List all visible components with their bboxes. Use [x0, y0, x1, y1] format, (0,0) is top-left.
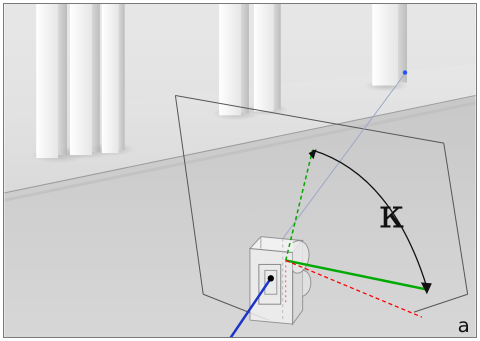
pillar-left-3 [89, 4, 134, 157]
render-frame: κ a [3, 3, 477, 338]
pillar-middle-2 [244, 4, 289, 116]
panel-label: a [458, 314, 470, 337]
x-axis-solid [285, 259, 427, 291]
scene-illustration: κ a [4, 4, 476, 337]
z-axis [229, 277, 272, 337]
camera-center-point [267, 275, 274, 282]
x-axis-dashed [285, 259, 423, 318]
pillar-right [364, 4, 408, 92]
angle-arc-icon [308, 149, 432, 295]
y-axis-dashed [285, 149, 314, 261]
kappa-label: κ [379, 192, 404, 238]
floor [4, 94, 476, 337]
view-ray [282, 73, 406, 239]
camera-axes [229, 149, 427, 337]
pillar-left-2 [59, 4, 111, 160]
target-point-icon [402, 70, 408, 75]
camera-icon [248, 236, 312, 326]
